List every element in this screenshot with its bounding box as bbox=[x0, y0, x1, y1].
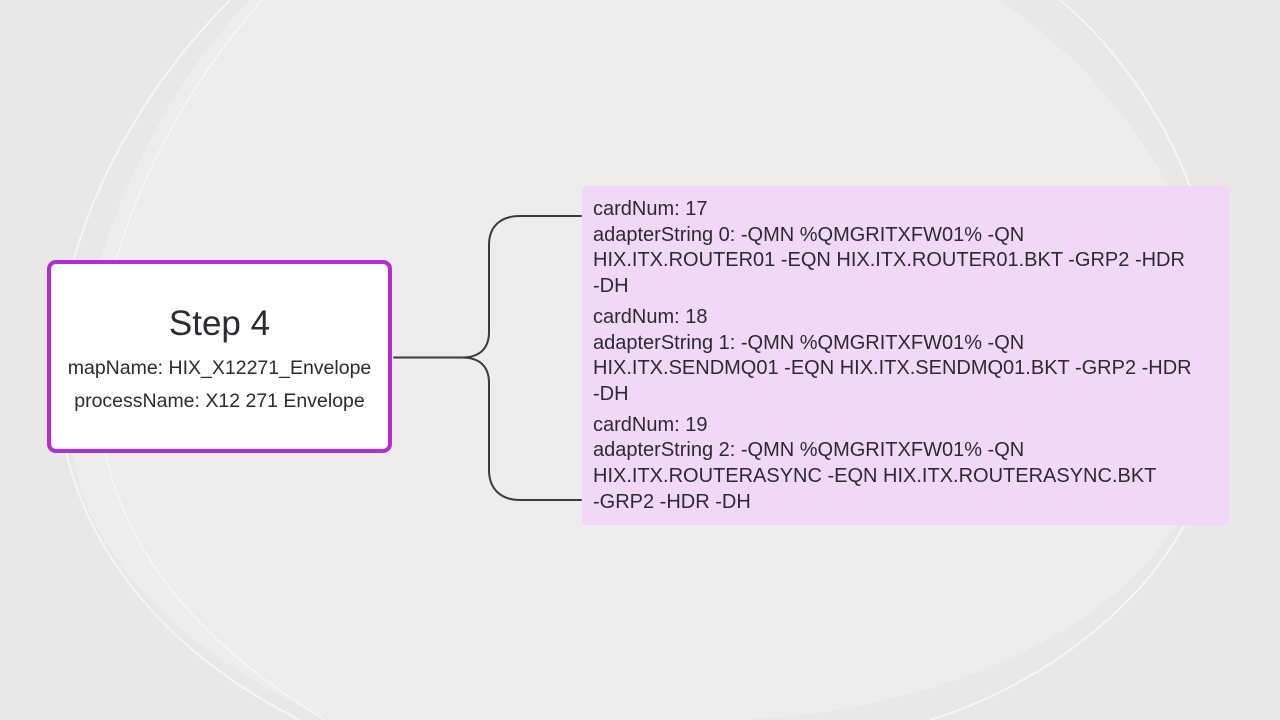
adapter-string-line: HIX.ITX.ROUTER01 -EQN HIX.ITX.ROUTER01.B… bbox=[593, 249, 1185, 272]
card-num-label: cardNum: 18 bbox=[593, 305, 708, 328]
card-num-label: cardNum: 19 bbox=[593, 413, 708, 436]
connector-branch-top bbox=[461, 215, 582, 359]
card-entry-19: cardNum: 19 adapterString 2: -QMN %QMGRI… bbox=[593, 413, 1219, 516]
adapter-string-line: -DH bbox=[593, 382, 629, 405]
card-num-label: cardNum: 17 bbox=[593, 198, 708, 220]
adapter-string-line: adapterString 0: -QMN %QMGRITXFW01% -QN bbox=[593, 223, 1025, 246]
adapter-string-line: HIX.ITX.SENDMQ01 -EQN HIX.ITX.SENDMQ01.B… bbox=[593, 357, 1192, 380]
adapter-string-line: -DH bbox=[593, 275, 629, 298]
step-title: Step 4 bbox=[168, 304, 271, 343]
connector-branch-bottom bbox=[461, 356, 582, 501]
map-name-label: mapName: HIX_X12271_Envelope bbox=[67, 357, 372, 379]
adapter-string-line: adapterString 2: -QMN %QMGRITXFW01% -QN bbox=[593, 439, 1025, 462]
step-node[interactable]: Step 4 mapName: HIX_X12271_Envelope proc… bbox=[47, 260, 392, 453]
card-entry-17: cardNum: 17 adapterString 0: -QMN %QMGRI… bbox=[593, 197, 1219, 300]
adapter-string-line: -GRP2 -HDR -DH bbox=[593, 490, 751, 513]
card-entry-18: cardNum: 18 adapterString 1: -QMN %QMGRI… bbox=[593, 305, 1219, 408]
adapter-string-line: adapterString 1: -QMN %QMGRITXFW01% -QN bbox=[593, 331, 1025, 354]
adapter-string-line: HIX.ITX.ROUTERASYNC -EQN HIX.ITX.ROUTERA… bbox=[593, 465, 1157, 488]
adapter-details-node[interactable]: cardNum: 17 adapterString 0: -QMN %QMGRI… bbox=[582, 186, 1229, 525]
process-name-label: processName: X12 271 Envelope bbox=[74, 390, 365, 412]
